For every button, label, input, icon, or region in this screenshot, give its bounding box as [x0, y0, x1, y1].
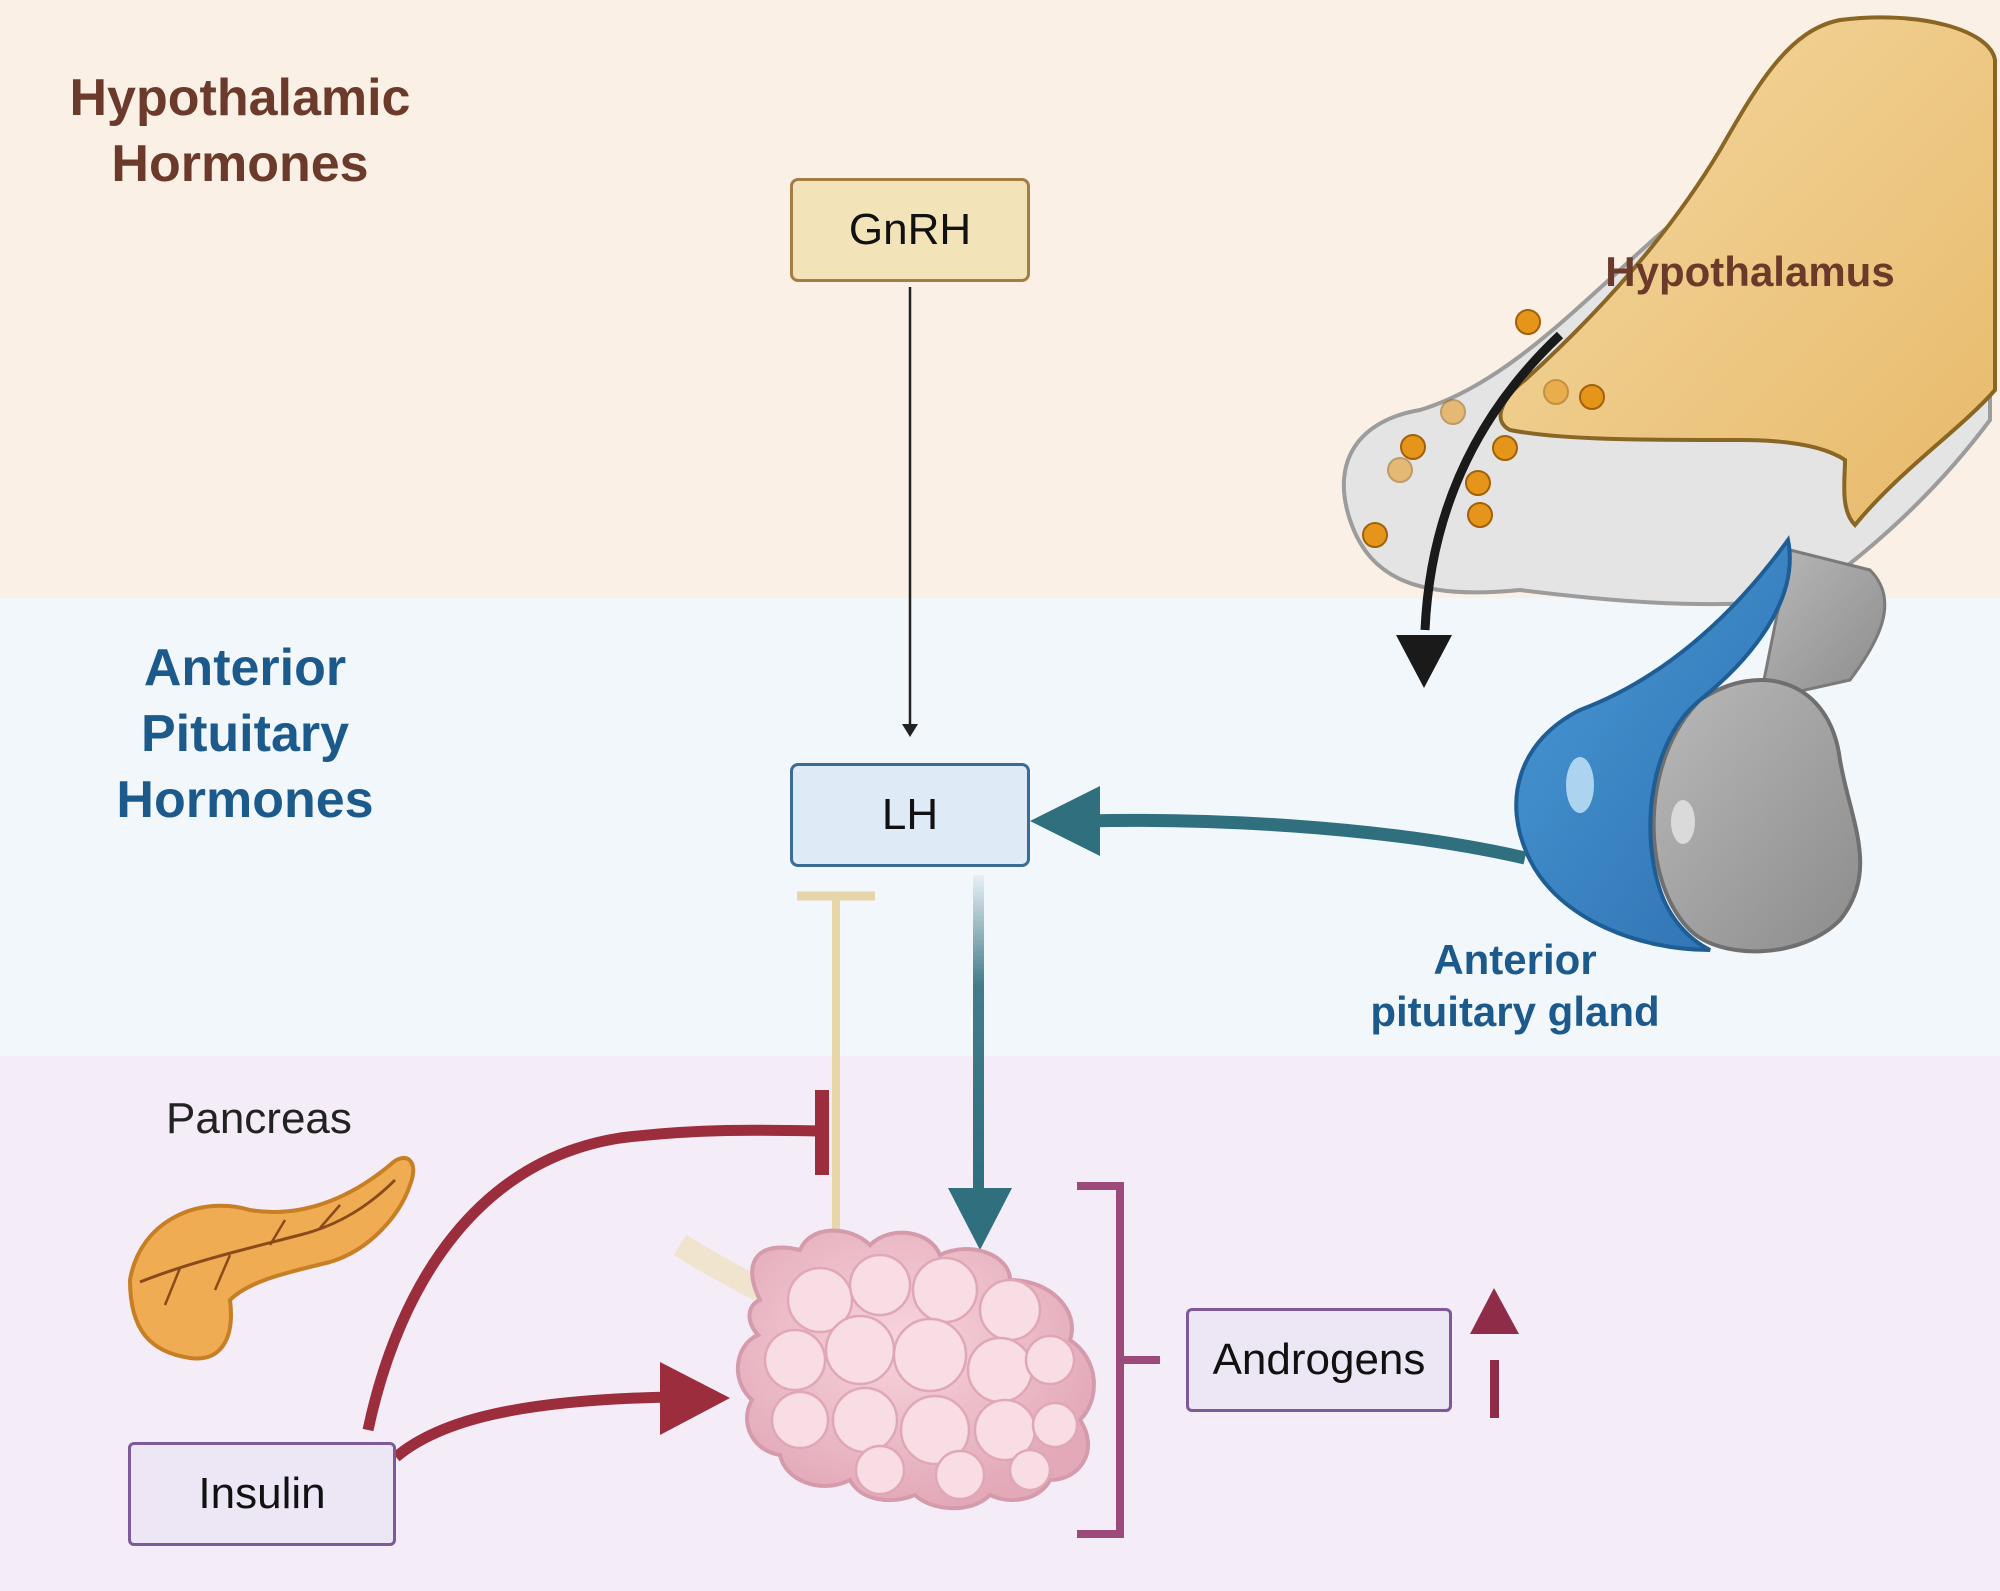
lh-to-ovary-line [973, 875, 984, 1190]
hypothalamus-label: Hypothalamus [1605, 248, 1895, 295]
insulin-box: Insulin [128, 1442, 396, 1546]
anterior-pituitary-gland-label: Anterior pituitary gland [1370, 936, 1660, 1035]
pancreas-label: Pancreas [166, 1094, 352, 1143]
posterior-lobe-highlight [1671, 800, 1695, 844]
androgens-box: Androgens [1186, 1308, 1452, 1412]
lh-box: LH [790, 763, 1030, 867]
insulin-stimulation-arrowhead [660, 1362, 730, 1435]
release-arrowhead [1396, 635, 1452, 688]
gnrh-to-lh-arrowhead [902, 724, 918, 737]
pituitary-to-lh-arrowhead [1030, 786, 1100, 856]
anterior-pituitary-lobe [1514, 535, 1792, 952]
pituitary-to-lh-arrow [1084, 813, 1527, 865]
insulin-stimulation-curve [392, 1391, 671, 1462]
hypothalamus-pituitary-illustration [1341, 15, 1997, 954]
section-title-hypothalamic: Hypothalamic Hormones [69, 69, 411, 193]
hypothalamus-body [1498, 15, 1997, 528]
pancreas-illustration [127, 1155, 416, 1361]
hormone-granules [1362, 309, 1605, 548]
pituitary-stalk [1758, 548, 1887, 702]
section-title-anterior-pituitary: Anterior Pituitary Hormones [116, 639, 374, 829]
gnrh-box: GnRH [790, 178, 1030, 282]
posterior-pituitary-lobe [1651, 678, 1863, 954]
ovary-illustration [673, 1228, 1096, 1511]
lh-to-ovary-arrowhead [948, 1188, 1012, 1250]
release-curve-arrow [1420, 331, 1564, 631]
anterior-lobe-highlight [1566, 757, 1594, 813]
up-arrow-icon [1470, 1288, 1519, 1418]
insulin-inhibition-curve [362, 1124, 823, 1432]
